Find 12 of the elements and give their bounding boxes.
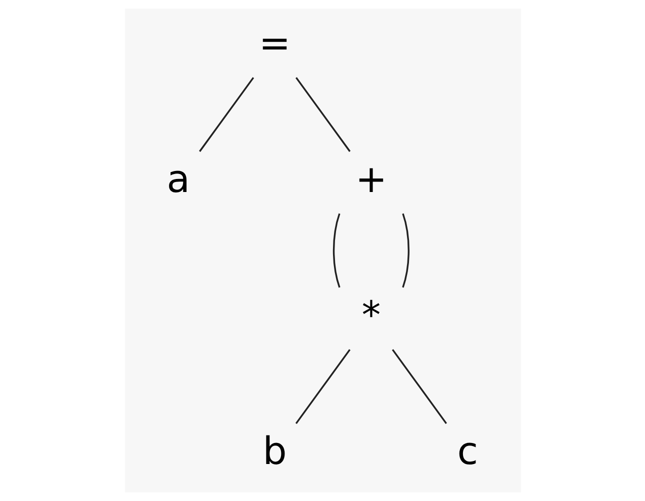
node-text: = <box>258 21 290 66</box>
connector <box>391 349 446 424</box>
node-text: b <box>262 429 286 474</box>
connector <box>294 349 350 424</box>
connector <box>198 77 254 152</box>
connector <box>402 213 409 288</box>
node-text: c <box>456 429 478 474</box>
connector <box>332 213 340 288</box>
connector <box>295 77 350 152</box>
node-text: a <box>166 157 190 202</box>
node-text: + <box>354 157 387 202</box>
node-text: * <box>361 293 380 338</box>
